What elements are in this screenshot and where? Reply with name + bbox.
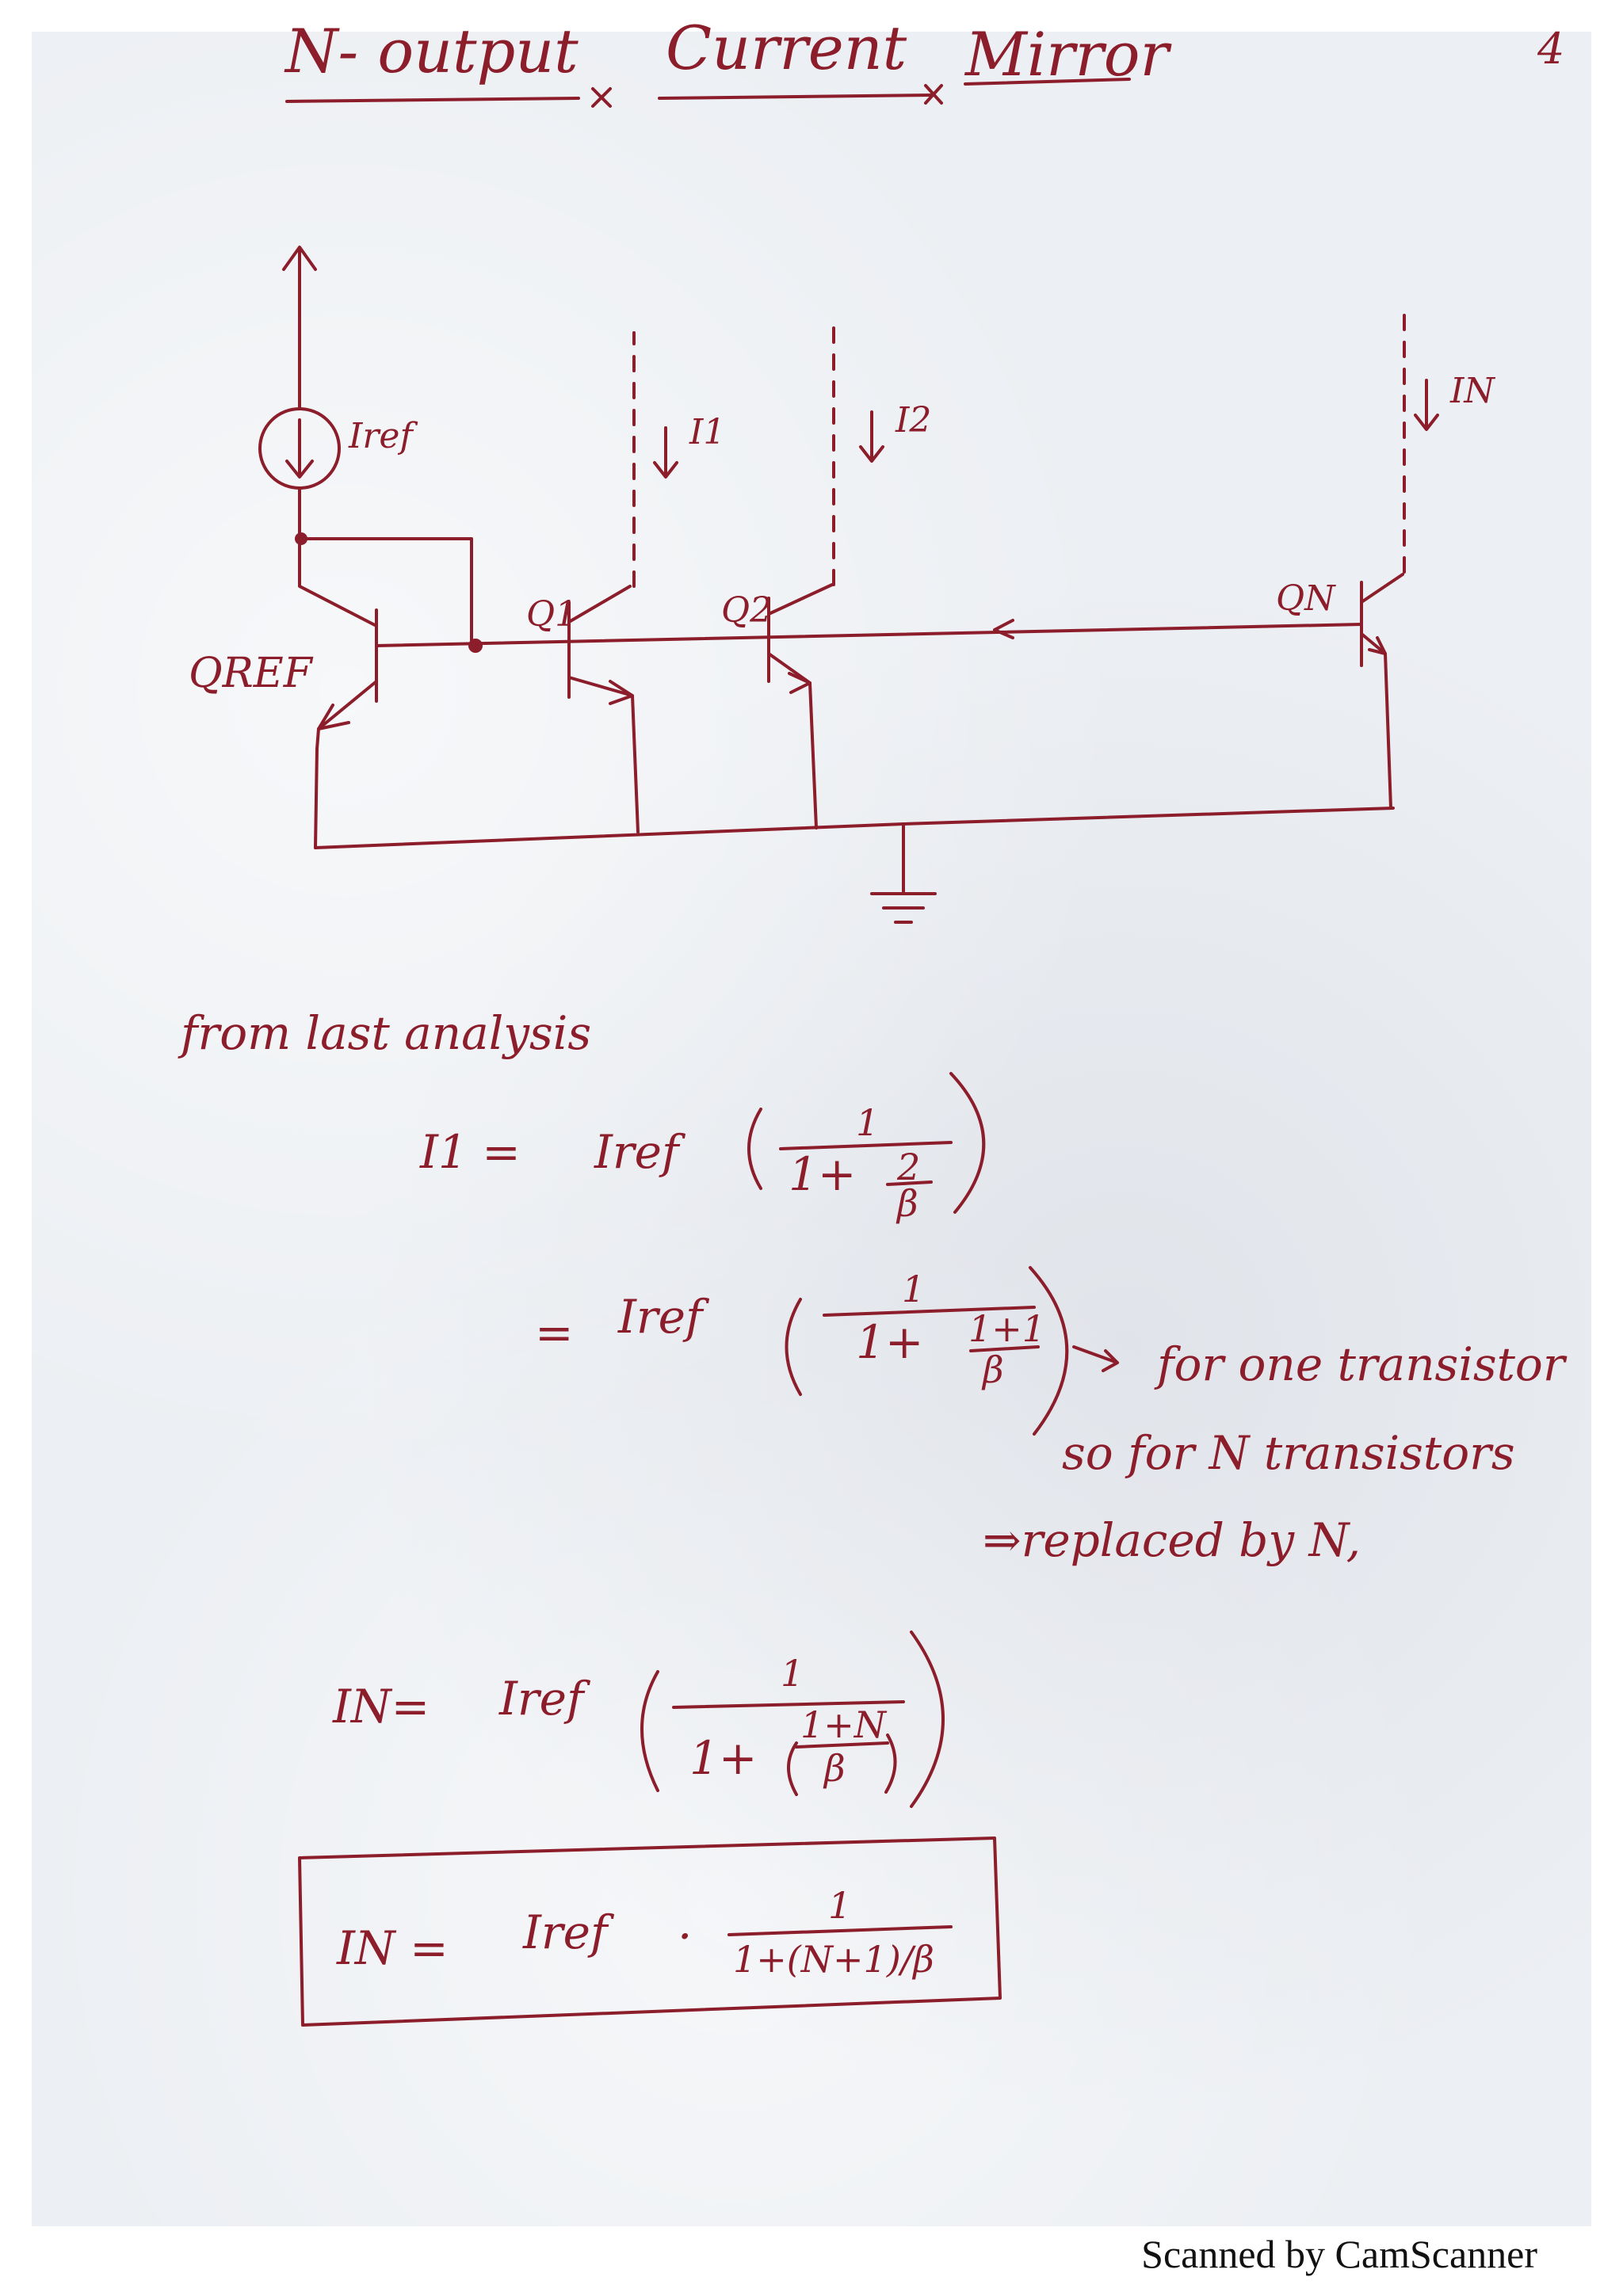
eq2-den-one: 1+ [856, 1315, 924, 1369]
title-underline-1 [285, 97, 580, 103]
note-replaced-by-n: ⇒replaced by N, [983, 1513, 1361, 1567]
paper-texture [32, 32, 1591, 2226]
eq2-lhs: = [535, 1306, 574, 1360]
in-eq-numerator: 1 [781, 1652, 804, 1695]
in-eq-lhs: IN= [333, 1680, 430, 1733]
title-cross-2 [924, 84, 943, 105]
page-number: 4 [1537, 24, 1565, 74]
title-current: Current [666, 13, 907, 83]
eq2-den-num: 1+1 [968, 1307, 1046, 1350]
label-in: IN [1450, 371, 1495, 411]
title-cross-1 [591, 87, 612, 108]
note-for-n-transistors: so for N transistors [1062, 1426, 1515, 1480]
in-right-paren [910, 1630, 945, 1808]
scanner-watermark: Scanned by CamScanner [1141, 2232, 1537, 2276]
eq1-beta: β [897, 1182, 918, 1225]
eq2-iref: Iref [618, 1290, 703, 1344]
eq1-left-paren [747, 1108, 762, 1190]
note-for-one-transistor: for one transistor [1157, 1337, 1565, 1391]
eq1-den-num: 2 [897, 1146, 921, 1188]
label-qref: QREF [189, 650, 312, 697]
label-q1: Q1 [526, 594, 578, 635]
eq1-iref: Iref [594, 1125, 679, 1179]
eq1-lhs: I1 = [420, 1125, 521, 1179]
supply-arrow [282, 246, 317, 271]
eq2-inner-bar [969, 1345, 1040, 1352]
eq2-left-paren [785, 1298, 802, 1396]
label-iref: Iref [349, 416, 413, 456]
eq2-right-paren [1029, 1266, 1069, 1436]
result-box [298, 1836, 1002, 2027]
eq1-right-paren [949, 1072, 986, 1214]
qn-emitter-arrow [1368, 636, 1387, 655]
title-underline-2 [658, 93, 935, 100]
eq2-beta: β [983, 1348, 1004, 1391]
label-qn: QN [1276, 578, 1335, 619]
boxed-numerator: 1 [828, 1884, 852, 1927]
eq1-fraction-bar [779, 1141, 953, 1150]
eq1-numerator: 1 [856, 1101, 880, 1144]
current-source-arrow [285, 418, 314, 479]
i2-arrow [859, 410, 884, 463]
in-eq-den-one: 1+ [689, 1731, 758, 1785]
qref-emitter [317, 680, 378, 730]
qref-emitter-arrow [317, 704, 350, 730]
eq1-inner-bar [886, 1180, 933, 1186]
qref-collector [298, 537, 378, 627]
qref-emitter-to-ground [314, 727, 320, 849]
in-arrow [1414, 379, 1439, 431]
q2-collector [767, 583, 834, 616]
qn-collector [1360, 573, 1404, 604]
in-fraction-bar [672, 1700, 905, 1709]
boxed-iref: Iref [523, 1905, 608, 1959]
label-i1: I1 [689, 412, 726, 452]
boxed-dot: · [678, 1909, 693, 1963]
eq1-den-one: 1+ [789, 1147, 857, 1201]
eq2-numerator: 1 [902, 1268, 926, 1310]
q1-emitter-arrow [609, 680, 634, 705]
common-base-line [375, 623, 1363, 647]
base-line-tick [993, 619, 1014, 639]
notebook-page [32, 32, 1591, 2226]
in-eq-den-num: 1+N [800, 1703, 887, 1746]
ground-bus [314, 807, 1395, 849]
eq2-pointer-arrow [1072, 1345, 1119, 1372]
i1-arrow [653, 426, 678, 479]
in-eq-beta: β [824, 1747, 846, 1790]
node-base [468, 639, 483, 653]
from-last-analysis: from last analysis [181, 1006, 592, 1060]
qn-emitter [1360, 632, 1392, 810]
label-i2: I2 [896, 400, 932, 441]
ground-symbol [870, 892, 937, 924]
in-inner-paren [787, 1733, 897, 1796]
eq2-fraction-bar [823, 1306, 1036, 1317]
q1-emitter [567, 676, 640, 833]
in-left-paren [640, 1670, 659, 1792]
diode-connect-wire [298, 537, 473, 647]
title-n-output: N- output [285, 16, 579, 86]
boxed-lhs: IN = [337, 1921, 449, 1975]
boxed-denominator: 1+(N+1)/β [733, 1938, 934, 1981]
q2-emitter [767, 652, 818, 830]
q2-emitter-arrow [788, 672, 812, 694]
title-mirror: Mirror [965, 19, 1169, 90]
in-eq-iref: Iref [499, 1672, 584, 1726]
q1-collector [567, 585, 632, 624]
label-q2: Q2 [721, 590, 773, 631]
title-underline-3 [964, 78, 1131, 86]
in-inner-bar [795, 1741, 889, 1749]
boxed-fraction-bar [727, 1925, 953, 1936]
